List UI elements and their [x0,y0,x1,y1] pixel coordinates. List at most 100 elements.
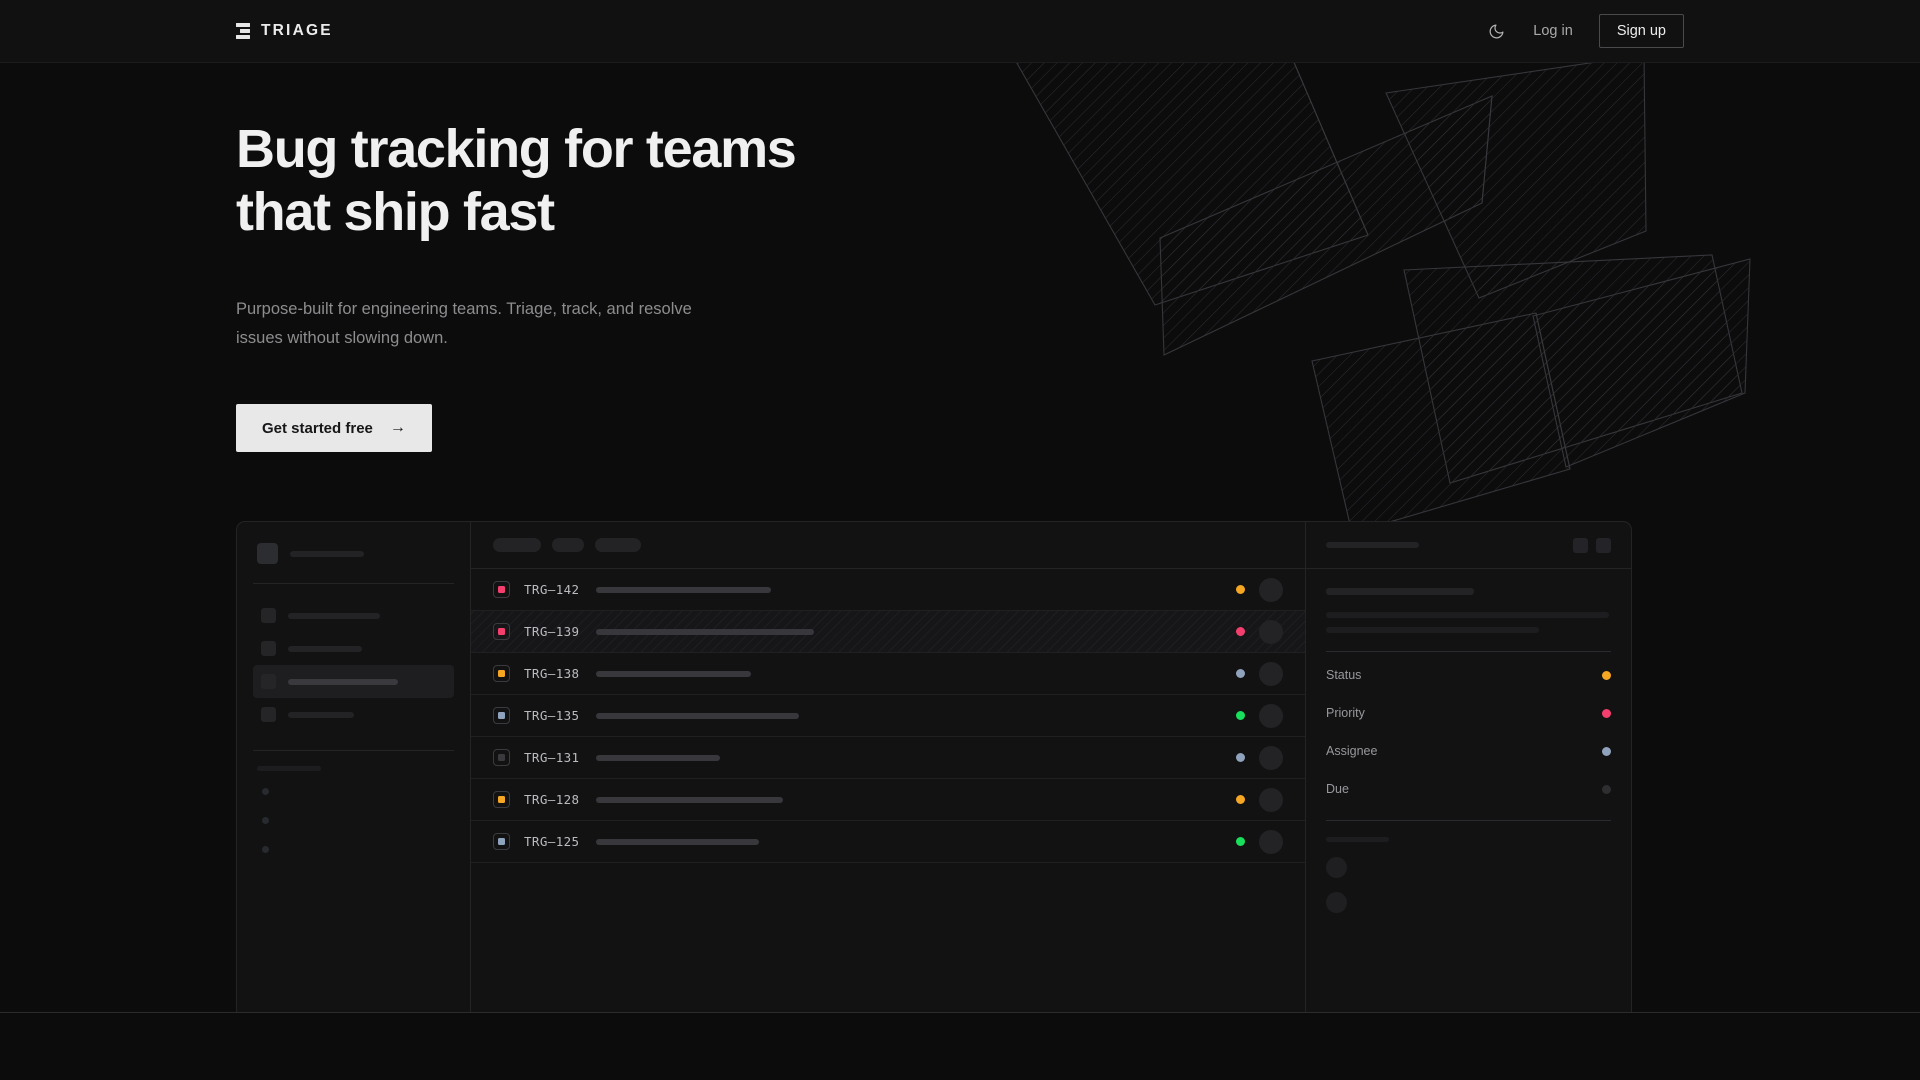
sidebar-item-icon [261,674,276,689]
toolbar-filter-pill-1[interactable] [552,538,584,552]
avatar [1259,745,1283,770]
cta-label: Get started free [262,419,373,437]
stacked-bars-icon [236,23,250,39]
status-badge [1236,837,1245,846]
detail-title-placeholder [1326,588,1474,595]
sidebar-divider-top [253,583,454,584]
issue-id: TRG–139 [524,624,580,639]
detail-meta-value-dot [1602,708,1611,718]
detail-meta-value-dot [1602,746,1611,756]
headline-line-2: that ship fast [236,181,555,242]
table-row[interactable]: TRG–135 [471,695,1305,737]
issue-id: TRG–128 [524,792,580,807]
sidebar-divider-bottom [253,750,454,751]
status-badge [1236,627,1245,636]
toolbar-filter-pill-0[interactable] [493,538,541,552]
detail-body-line-0 [1326,612,1609,618]
table-row[interactable]: TRG–128 [471,779,1305,821]
sidebar-item-label [288,612,380,619]
issue-id: TRG–125 [524,834,580,849]
detail-activity-avatars [1326,857,1611,913]
bullet-icon [262,817,269,824]
workspace-name-placeholder [290,550,364,557]
detail-meta-priority[interactable]: Priority [1326,694,1611,732]
mockup-sidebar [237,522,471,1012]
detail-action-button-0[interactable] [1573,537,1588,553]
table-row[interactable]: TRG–139 [471,611,1305,653]
detail-body-line-1 [1326,627,1539,633]
status-badge [1236,711,1245,720]
avatar [1259,619,1283,644]
avatar [1259,787,1283,812]
toolbar-filter-pill-2[interactable] [595,538,641,552]
activity-avatar-1 [1326,892,1347,913]
sidebar-sub-item-1[interactable] [253,806,454,835]
detail-panel-header [1306,522,1631,569]
page-bottom-divider [0,1012,1920,1013]
page-title: Bug tracking for teams that ship fast [236,118,797,243]
issue-id: TRG–142 [524,582,580,597]
sidebar-item-3[interactable] [253,698,454,731]
issue-title-placeholder [596,796,784,803]
detail-divider [1326,651,1611,652]
sidebar-sub-list [253,777,454,864]
sidebar-item-1[interactable] [253,632,454,665]
bullet-icon [262,846,269,853]
issue-title-placeholder [596,670,752,677]
table-row[interactable]: TRG–142 [471,569,1305,611]
issue-id: TRG–135 [524,708,580,723]
avatar [1259,829,1283,854]
sidebar-sub-item-0[interactable] [253,777,454,806]
table-row[interactable]: TRG–138 [471,653,1305,695]
sidebar-sub-item-2[interactable] [253,835,454,864]
sidebar-nav-list [253,599,454,731]
table-row[interactable]: TRG–131 [471,737,1305,779]
detail-breadcrumb-placeholder [1326,542,1419,548]
issue-title-placeholder [596,586,772,593]
issue-type-chip [493,749,510,766]
login-link[interactable]: Log in [1533,23,1573,39]
hero-section: Bug tracking for teams that ship fast Pu… [236,118,797,452]
sidebar-item-2[interactable] [253,665,454,698]
detail-meta-status[interactable]: Status [1326,656,1611,694]
get-started-button[interactable]: Get started free → [236,404,432,452]
detail-meta-due[interactable]: Due [1326,770,1611,808]
detail-action-button-1[interactable] [1596,537,1611,553]
issue-type-chip [493,791,510,808]
detail-meta-label: Assignee [1326,744,1378,758]
issue-id: TRG–138 [524,666,580,681]
issue-type-chip [493,833,510,850]
detail-meta-label: Status [1326,668,1362,682]
signup-button[interactable]: Sign up [1598,14,1684,48]
brand-logo[interactable]: TRIAGE [236,22,333,40]
detail-meta-label: Due [1326,782,1349,796]
sidebar-workspace-header[interactable] [253,538,454,564]
top-navigation-bar: TRIAGE Log in Sign up [0,0,1920,63]
bullet-icon [262,788,269,795]
detail-meta-label: Priority [1326,706,1365,720]
table-row[interactable]: TRG–125 [471,821,1305,863]
arrow-right-icon: → [389,419,406,436]
detail-header-actions [1573,537,1611,553]
sidebar-item-icon [261,608,276,623]
issue-type-chip [493,707,510,724]
issue-id: TRG–131 [524,750,580,765]
sidebar-item-label [288,711,354,718]
issue-type-chip [493,623,510,640]
detail-meta-value-dot [1602,784,1611,794]
sidebar-item-label [288,645,362,652]
detail-meta-value-dot [1602,670,1611,680]
sidebar-item-label [288,678,398,685]
moon-icon[interactable] [1485,20,1507,42]
sidebar-item-icon [261,707,276,722]
sidebar-item-0[interactable] [253,599,454,632]
issue-title-placeholder [596,628,815,635]
detail-meta-assignee[interactable]: Assignee [1326,732,1611,770]
detail-activity-label [1326,837,1389,842]
activity-avatar-0 [1326,857,1347,878]
